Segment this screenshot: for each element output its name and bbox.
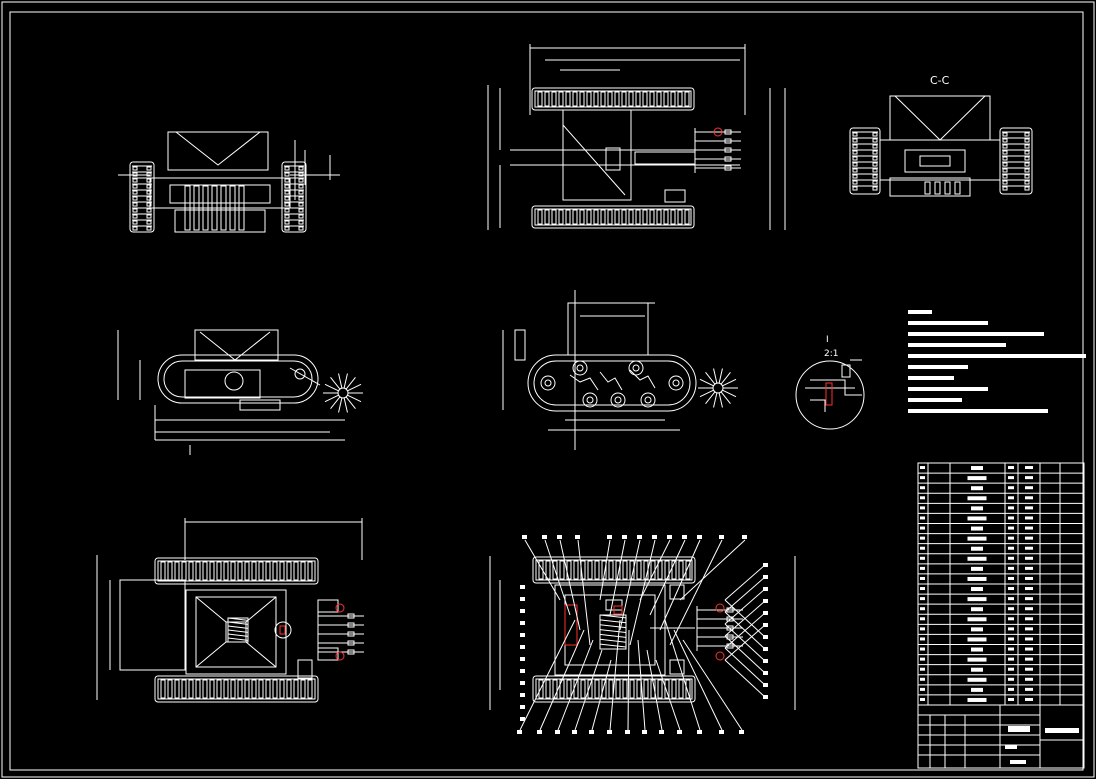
top-view	[487, 44, 786, 230]
section-c-c: C-C	[849, 74, 1033, 197]
detail-view: I 2:1	[795, 335, 865, 430]
front-view	[118, 131, 340, 233]
plan-view-assembly	[489, 535, 796, 734]
detail-label-top: I	[826, 335, 829, 345]
side-view-left	[117, 329, 363, 455]
technical-notes	[908, 310, 1086, 413]
side-view-center	[502, 290, 738, 450]
inner-border	[9, 11, 1084, 771]
parts-table	[917, 462, 1085, 706]
detail-label-bottom: 2:1	[824, 349, 838, 359]
plan-view-left	[96, 518, 364, 703]
title-block	[917, 704, 1085, 769]
section-c-c-label: C-C	[930, 74, 950, 87]
